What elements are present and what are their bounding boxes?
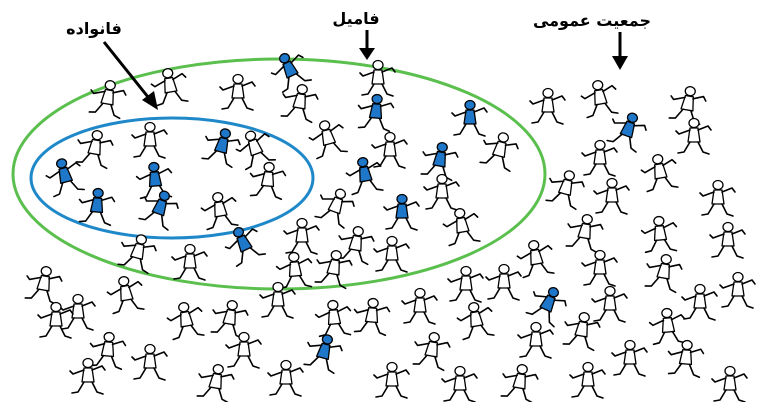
general-population-arrow: [612, 32, 628, 70]
clan-label: فامیل: [332, 9, 379, 28]
person-icon: [569, 361, 606, 399]
person-icon: [198, 189, 241, 232]
person-icon: [131, 121, 168, 159]
blue-person-icon: [604, 106, 651, 154]
person-icon: [423, 173, 460, 211]
person-icon: [699, 179, 736, 217]
person-icon: [454, 299, 497, 342]
person-icon: [447, 265, 484, 303]
person-icon: [22, 262, 65, 306]
person-icon: [639, 214, 680, 255]
person-icon: [485, 263, 522, 301]
person-icon: [86, 76, 129, 120]
person-icon: [219, 73, 256, 111]
person-icon: [529, 87, 566, 125]
person-icon: [709, 221, 746, 259]
person-icon: [543, 165, 588, 211]
person-icon: [517, 321, 554, 359]
person-icon: [313, 298, 354, 339]
person-icon: [267, 359, 304, 397]
person-icon: [578, 77, 621, 120]
person-icon: [373, 235, 410, 273]
person-icon: [642, 250, 685, 294]
person-icon: [711, 365, 748, 402]
person-icon: [665, 338, 706, 379]
person-icon: [675, 117, 712, 155]
blue-person-icon: [355, 92, 396, 133]
person-icon: [410, 328, 453, 372]
person-icon: [560, 308, 603, 352]
person-icon: [171, 243, 208, 281]
person-icon: [647, 306, 688, 347]
family-arrow: [102, 41, 158, 110]
blue-person-icon: [523, 279, 572, 329]
blue-person-icon: [199, 123, 244, 169]
person-icon: [194, 360, 237, 402]
person-icon: [581, 249, 618, 287]
person-icon: [563, 210, 606, 254]
person-icon: [681, 283, 718, 321]
person-icon: [334, 222, 377, 266]
blue-person-icon: [136, 184, 183, 232]
family-label: فانواده: [66, 19, 122, 38]
person-icon: [440, 205, 483, 248]
person-icon: [247, 160, 288, 201]
population-figures: [22, 46, 756, 402]
person-icon: [638, 151, 681, 194]
person-icon: [164, 299, 207, 342]
person-icon: [305, 115, 350, 161]
person-icon: [611, 339, 648, 377]
person-icon: [591, 285, 628, 323]
blue-person-icon: [383, 193, 420, 231]
blue-person-icon: [301, 329, 346, 375]
person-icon: [514, 237, 557, 280]
blue-person-icon: [451, 99, 488, 137]
person-icon: [104, 273, 147, 316]
person-icon: [441, 365, 478, 402]
person-icon: [351, 296, 392, 337]
person-icon: [498, 360, 541, 402]
person-icon: [87, 330, 128, 371]
person-icon: [69, 357, 106, 395]
blue-person-icon: [219, 220, 268, 269]
clan-arrow: [359, 30, 375, 60]
person-icon: [225, 331, 262, 369]
blue-person-icon: [76, 186, 117, 227]
person-icon: [477, 127, 522, 173]
person-icon: [719, 271, 756, 309]
person-icon: [312, 182, 359, 230]
person-icon: [401, 287, 438, 325]
blue-person-icon: [343, 154, 386, 197]
person-icon: [278, 80, 321, 124]
general-population-label: جمعیت عمومی: [533, 11, 651, 30]
person-icon: [131, 343, 168, 381]
person-icon: [283, 217, 320, 255]
person-icon: [593, 177, 630, 215]
family-ring: [29, 116, 315, 240]
person-icon: [666, 82, 709, 126]
person-icon: [581, 139, 618, 177]
person-icon: [373, 361, 410, 399]
